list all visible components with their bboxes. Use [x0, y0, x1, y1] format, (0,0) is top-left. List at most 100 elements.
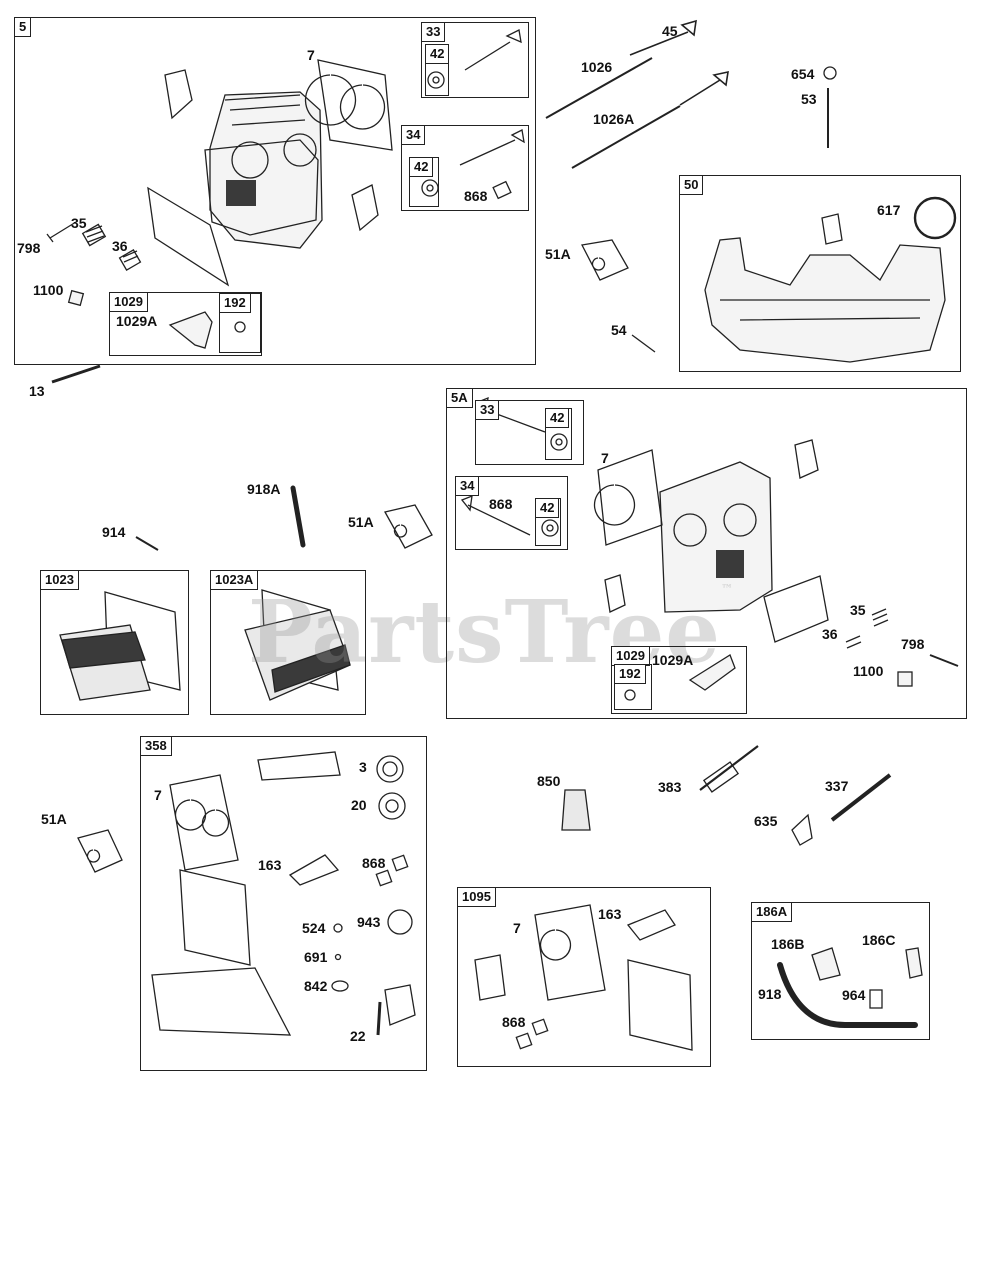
- seal-20: [378, 792, 406, 820]
- box-label: 50: [680, 176, 704, 195]
- pin-383: [699, 745, 759, 791]
- box-label: 5: [15, 18, 32, 37]
- valve-34b: [460, 494, 531, 536]
- stud-798a: [46, 221, 77, 243]
- label-186B: 186B: [771, 936, 805, 952]
- stud-798b: [929, 654, 959, 667]
- label-798: 798: [17, 240, 41, 256]
- label-51A: 51A: [545, 246, 571, 262]
- box-358: 358: [140, 736, 427, 1071]
- exhaust-gasket-1: [351, 184, 379, 232]
- label-35: 35: [71, 215, 87, 231]
- label-7: 7: [154, 787, 162, 803]
- rocker-cover-1023: [59, 591, 181, 701]
- box-33-top: 33: [421, 22, 529, 98]
- box-label: 42: [546, 409, 570, 428]
- gasket-1095-head: [534, 904, 606, 1001]
- exhaust-gasket-2: [604, 574, 626, 613]
- box-33-5A: 33: [475, 400, 584, 465]
- label-943: 943: [357, 914, 381, 930]
- box-192-5A: 192: [614, 664, 652, 710]
- gasket-51A-top: [581, 239, 629, 281]
- gasket-kit-head: [169, 774, 239, 871]
- head-gasket-2: [593, 449, 663, 546]
- valve-34a: [459, 129, 525, 166]
- label-1100: 1100: [33, 282, 64, 298]
- box-label: 1023A: [211, 571, 259, 590]
- label-383: 383: [658, 779, 682, 795]
- bolt-54: [631, 334, 656, 353]
- push-rod-1026A: [571, 105, 681, 169]
- label-850: 850: [537, 773, 561, 789]
- oring-842: [331, 980, 349, 992]
- rocker-arm-1: [168, 311, 213, 349]
- box-label: 33: [476, 401, 500, 420]
- label-1029A: 1029A: [652, 652, 694, 668]
- label-868: 868: [362, 855, 386, 871]
- valve-springs-1: [81, 223, 142, 271]
- box-42-top: 42: [425, 44, 450, 96]
- box-label: 1095: [458, 888, 496, 907]
- box-label: 42: [410, 158, 434, 177]
- cylinder-head-2: [659, 461, 773, 613]
- label-51A: 51A: [348, 514, 374, 530]
- box-1023: 1023: [40, 570, 189, 715]
- nut-1100a: [67, 289, 85, 307]
- breather-tube-918A: [290, 485, 306, 548]
- spark-plug-337: [830, 773, 892, 822]
- label-51A: 51A: [41, 811, 67, 827]
- gasket-51A-low: [77, 829, 123, 873]
- box-42-mid: 42: [409, 157, 439, 207]
- box-label: 5A: [447, 389, 473, 408]
- intake-gasket-1: [164, 69, 193, 120]
- box-label: 1029: [110, 293, 148, 312]
- box-1095: 1095: [457, 887, 711, 1067]
- rocker-cover-1023A: [244, 589, 351, 701]
- box-1029-top: 1029: [109, 292, 262, 356]
- gasket-1095-side: [474, 954, 506, 1001]
- hose-918: [777, 962, 918, 1028]
- box-34-top: 34: [401, 125, 529, 211]
- box-5: 5: [14, 17, 536, 365]
- label-964: 964: [842, 987, 866, 1003]
- box-5A: 5A: [446, 388, 967, 719]
- label-868: 868: [489, 496, 513, 512]
- label-7: 7: [601, 450, 609, 466]
- valve-45b: [679, 70, 729, 106]
- box-186A: 186A: [751, 902, 930, 1040]
- head-gasket-1: [304, 59, 393, 151]
- label-337: 337: [825, 778, 849, 794]
- oring-524: [333, 923, 343, 933]
- label-524: 524: [302, 920, 326, 936]
- label-7: 7: [307, 47, 315, 63]
- nut-1100b: [897, 671, 913, 687]
- box-label: 42: [426, 45, 450, 64]
- label-36: 36: [112, 238, 128, 254]
- label-654: 654: [791, 66, 815, 82]
- box-label: 186A: [752, 903, 793, 922]
- seal-3: [376, 755, 404, 783]
- label-918A: 918A: [247, 481, 281, 497]
- label-1100: 1100: [853, 663, 884, 679]
- bolt-914: [135, 536, 159, 551]
- bolt-13: [51, 364, 101, 384]
- fitting-186C: [905, 947, 923, 979]
- box-34-5A: 34: [455, 476, 568, 550]
- intake-gasket-2: [794, 439, 819, 479]
- box-50: 50: [679, 175, 961, 372]
- sealant-tube-850: [561, 789, 591, 831]
- label-163: 163: [598, 906, 622, 922]
- boot-635: [791, 813, 813, 846]
- label-7: 7: [513, 920, 521, 936]
- label-54: 54: [611, 322, 627, 338]
- rocker-cover-gasket-2: [763, 575, 829, 643]
- oring-691: [334, 953, 342, 961]
- box-label: 34: [456, 477, 480, 496]
- label-1029A: 1029A: [116, 313, 158, 329]
- label-53: 53: [801, 91, 817, 107]
- label-798: 798: [901, 636, 925, 652]
- box-label: 1023: [41, 571, 79, 590]
- label-36: 36: [822, 626, 838, 642]
- label-1026: 1026: [581, 59, 613, 75]
